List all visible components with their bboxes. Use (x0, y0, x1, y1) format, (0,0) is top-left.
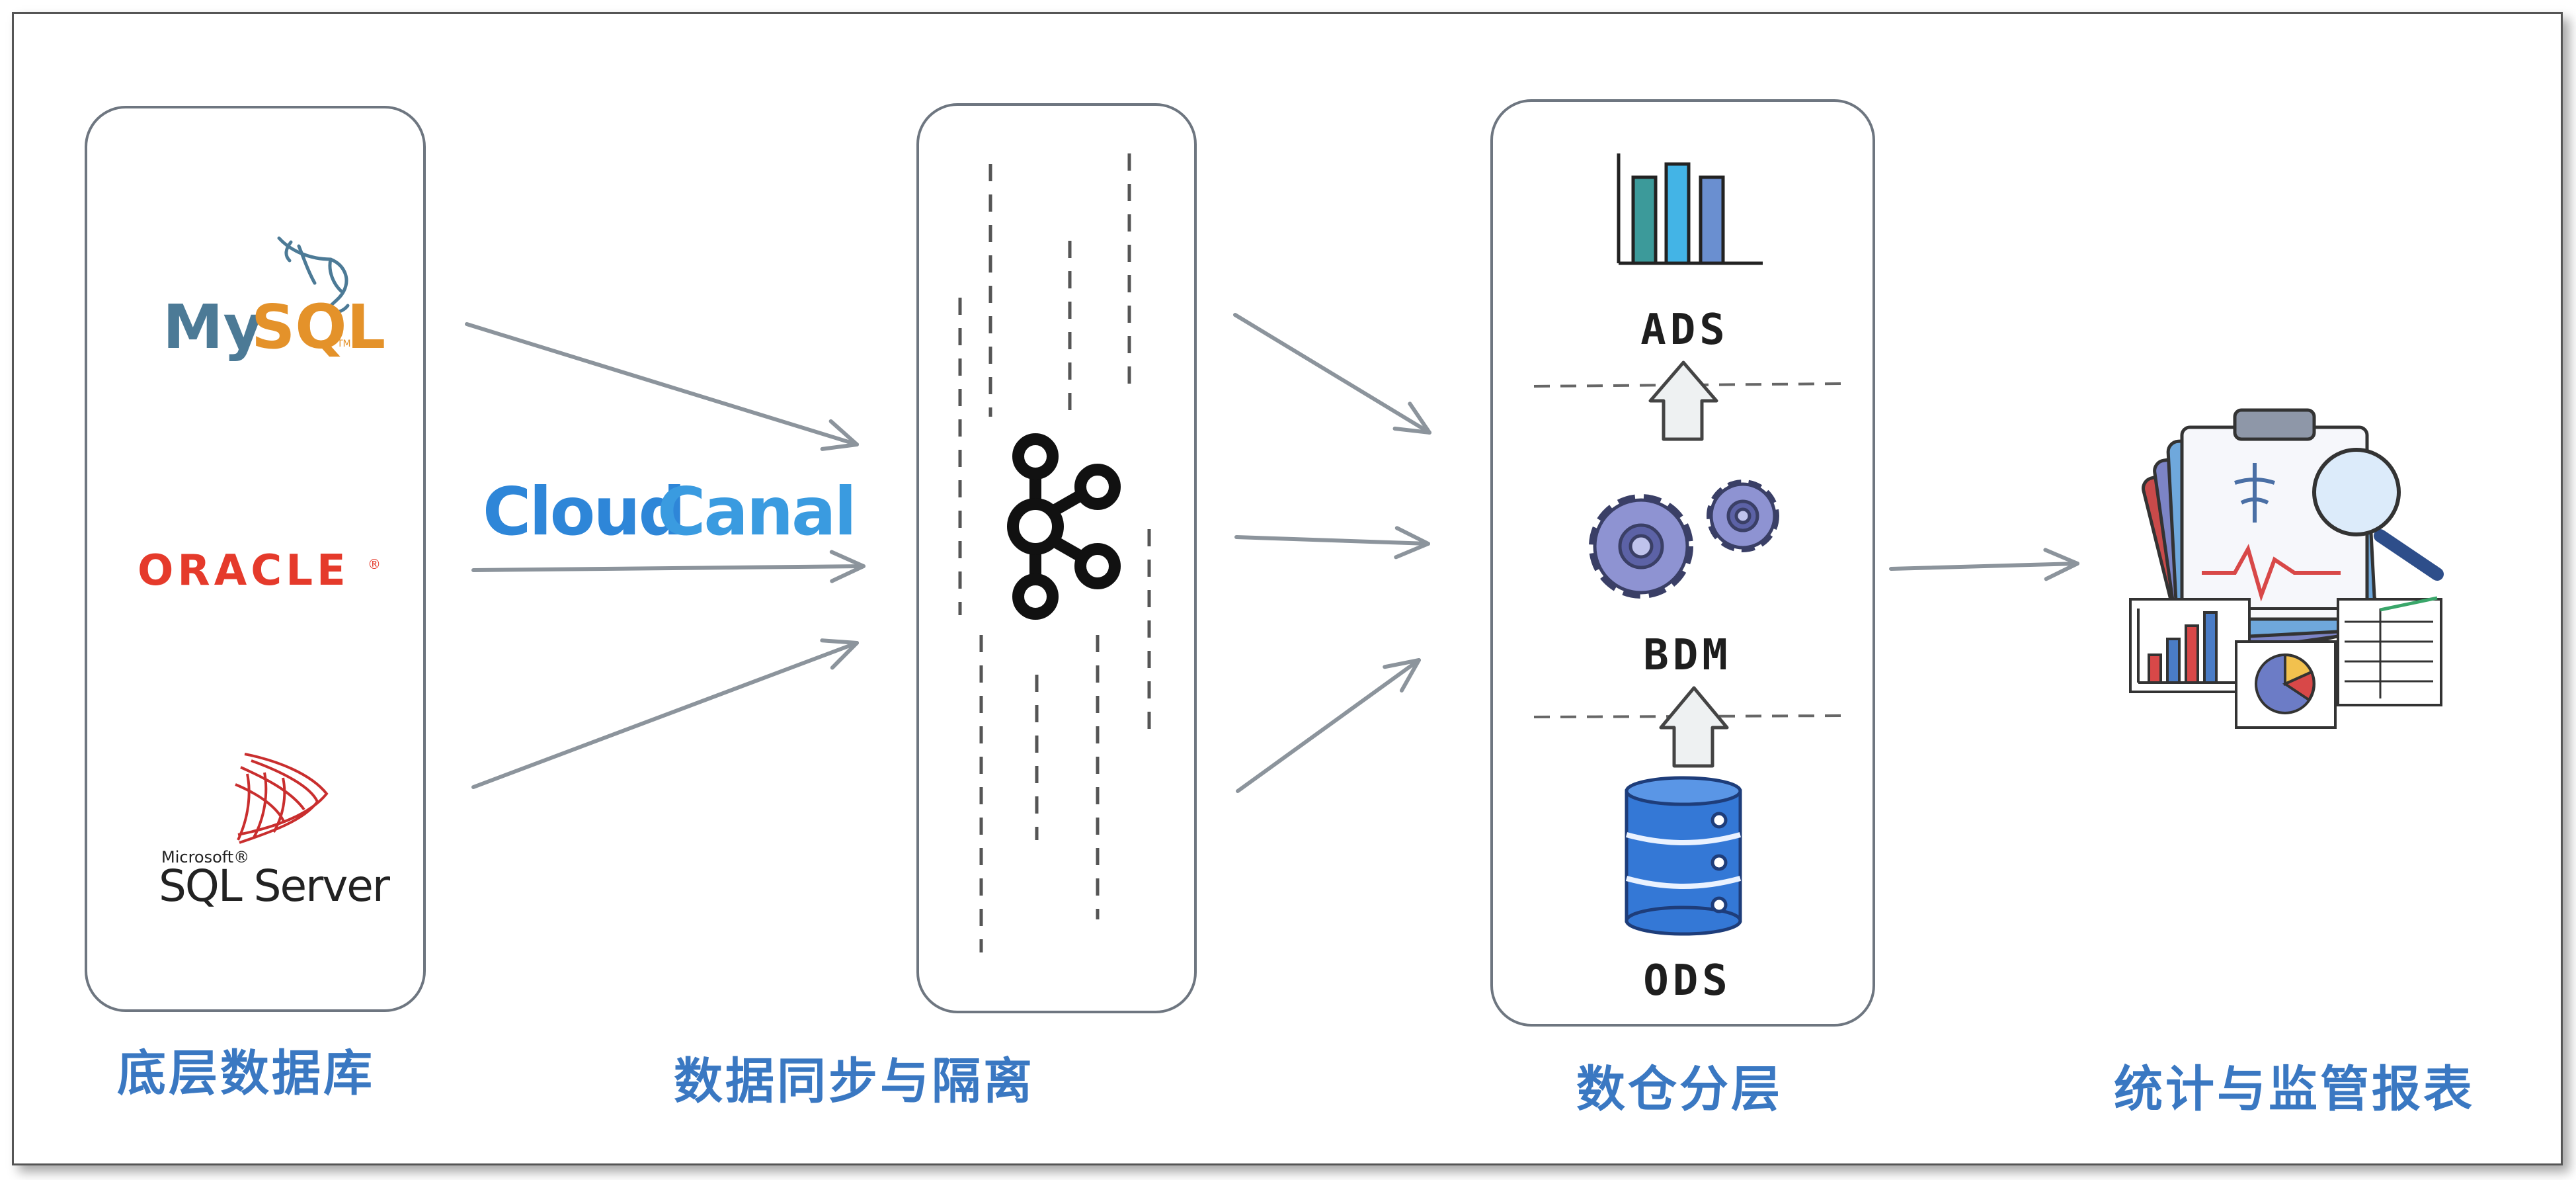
layer-ods-label: ODS (1643, 956, 1732, 1005)
up-arrow-icon (1659, 686, 1729, 768)
sqlserver-ribbon-icon (235, 753, 329, 844)
oracle-logo: ORACLE ® (138, 546, 381, 595)
bar-chart-icon (1617, 153, 1763, 265)
cloudcanal-cloud-text: Cloud (483, 473, 684, 550)
arrows-source-to-sync (465, 322, 865, 789)
kafka-icon (1007, 433, 1121, 620)
arrows-sync-to-warehouse (1233, 313, 1431, 793)
caption-sync: 数据同步与隔离 (674, 1053, 1035, 1110)
caption-warehouse: 数仓分层 (1576, 1061, 1783, 1118)
arrow-warehouse-to-reports (1889, 548, 2079, 581)
pie-chart-icon (2255, 653, 2315, 714)
reports-illustration (2129, 408, 2444, 729)
mysql-my-text: My (163, 292, 263, 362)
database-icon (1625, 776, 1742, 936)
arrow-sync-bottom (1236, 658, 1421, 793)
sync-box (916, 103, 1197, 1013)
gear-icon (1589, 480, 1779, 599)
caption-reports: 统计与监管报表 (2114, 1061, 2475, 1118)
sqlserver-vendor-text: Microsoft® (161, 848, 249, 866)
warehouse-box (1490, 99, 1875, 1027)
mysql-sql-text: SQL (251, 292, 385, 362)
arrow-sqlserver (471, 638, 859, 789)
arrow-oracle (471, 550, 865, 583)
layer-bdm-label: BDM (1643, 631, 1732, 680)
arrow-mysql (465, 322, 859, 451)
magnifier-icon (2312, 448, 2444, 581)
sqlserver-name-text: SQL Server (159, 861, 391, 911)
report-sheets (2129, 596, 2442, 729)
oracle-mark: ® (368, 556, 381, 572)
source-db-box (85, 106, 426, 1012)
sqlserver-logo: Microsoft® SQL Server (159, 753, 392, 911)
arrow-sync-mid (1234, 526, 1430, 560)
diagram-frame (12, 12, 2563, 1165)
stream-lines (958, 153, 1151, 952)
up-arrow-icon (1648, 360, 1718, 441)
oracle-text: ORACLE (138, 546, 350, 595)
caption-source-db: 底层数据库 (117, 1045, 375, 1102)
cloudcanal-canal-text: Canal (657, 473, 855, 550)
layer-ads-label: ADS (1640, 306, 1729, 355)
mysql-logo: My SQL TM (163, 236, 385, 362)
dolphin-icon (277, 236, 350, 314)
cloudcanal-logo: Cloud Canal (483, 473, 857, 550)
mysql-tm-text: TM (337, 339, 351, 349)
arrow-sync-top (1233, 313, 1431, 435)
